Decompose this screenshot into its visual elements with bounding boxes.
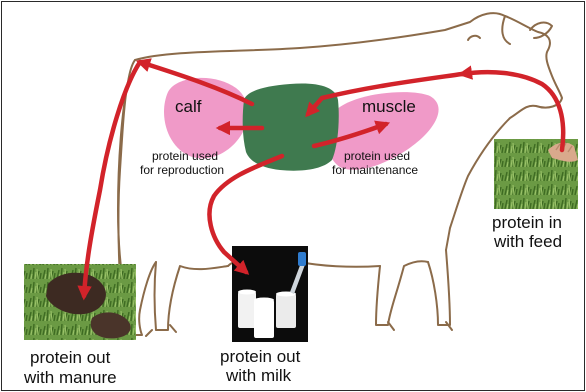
feed-label-line1: protein in — [492, 213, 562, 232]
maintenance-label-line1: protein used — [344, 149, 410, 163]
calf-label: calf — [175, 97, 202, 116]
reproduction-label-line1: protein used — [152, 149, 218, 163]
protein-arrows — [84, 62, 563, 296]
arrow-feed-in — [462, 72, 563, 150]
manure-photo — [24, 264, 136, 340]
feed-label-line2: with feed — [493, 232, 562, 251]
maintenance-label-line2: for maintenance — [332, 163, 418, 177]
manure-label-line2: with manure — [23, 368, 117, 387]
feed-photo — [494, 139, 578, 209]
muscle-label: muscle — [362, 97, 416, 116]
manure-label-line1: protein out — [30, 348, 111, 367]
calf-region — [164, 78, 248, 159]
milk-label-line2: with milk — [225, 366, 292, 385]
milk-photo — [232, 246, 308, 342]
arrow-to-manure — [84, 62, 140, 296]
milk-label-line1: protein out — [220, 347, 301, 366]
reproduction-label-line2: for reproduction — [140, 163, 224, 177]
